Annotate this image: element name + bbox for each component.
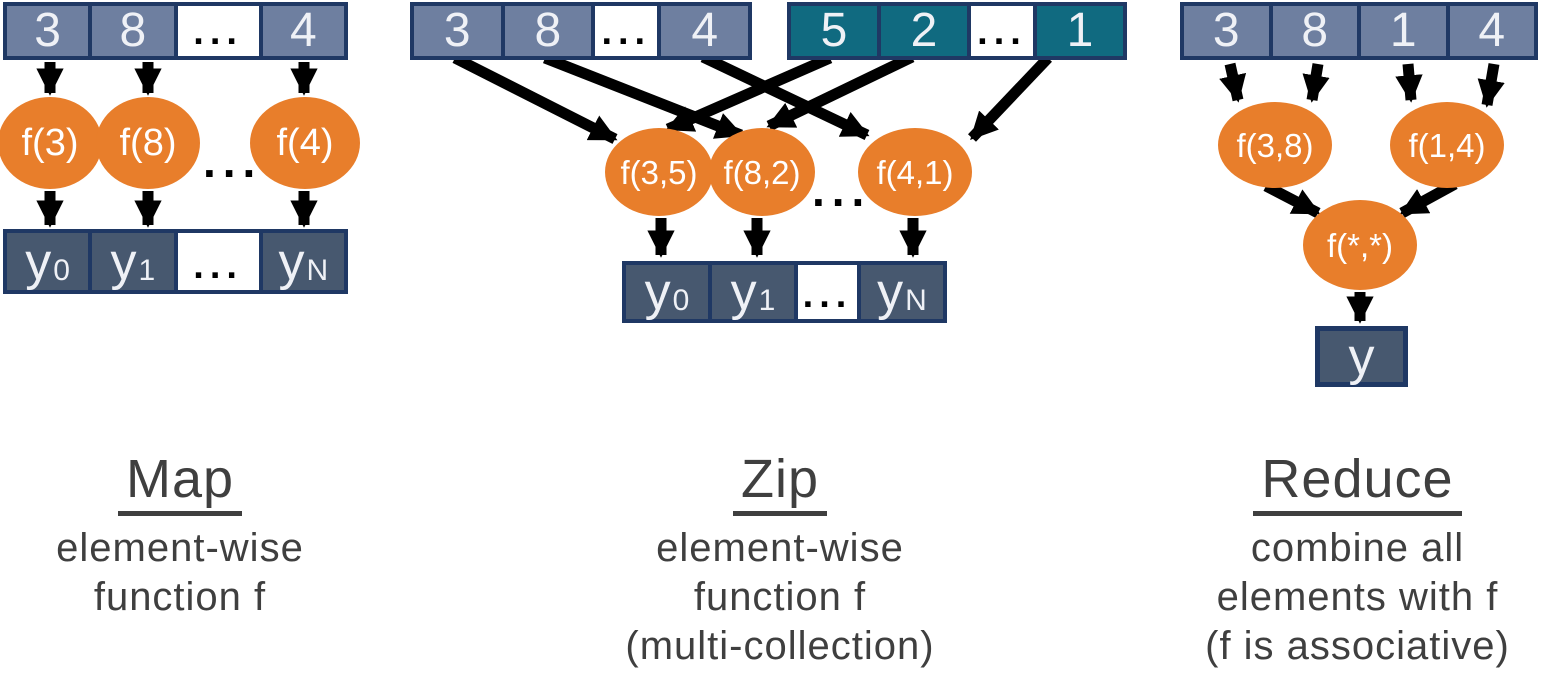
zip-description-line: element-wise — [656, 526, 904, 571]
reduce-label: Reduce combine all elements with f (f is… — [1175, 450, 1540, 671]
output-subscript: N — [905, 284, 927, 317]
reduce-description-line: combine all — [1250, 526, 1465, 571]
reduce-description-line: elements with f — [1216, 575, 1499, 620]
zip-description-line: (multi-collection) — [625, 624, 935, 669]
map-node-f8: f(8) — [96, 97, 200, 189]
output-value: y — [730, 263, 757, 321]
zip-input-array-b: 5 2 ... 1 — [787, 2, 1127, 60]
zip-node-f35: f(3,5) — [605, 128, 713, 216]
arrow — [1263, 181, 1321, 218]
reduce-description-line: (f is associative) — [1205, 624, 1510, 669]
array-cell: 8 — [504, 6, 592, 56]
array-cell: 4 — [262, 6, 344, 56]
reduce-node-root: f(*,*) — [1303, 200, 1417, 290]
array-cell: 8 — [92, 6, 174, 56]
array-cell: 3 — [414, 6, 501, 56]
output-subscript: N — [306, 253, 329, 287]
map-title: Map — [20, 450, 340, 517]
array-cell: 4 — [1449, 6, 1534, 56]
array-cell: 5 — [791, 6, 878, 56]
array-cell-ellipsis: ... — [971, 6, 1033, 56]
map-title-text: Map — [117, 450, 243, 517]
arrow — [1395, 63, 1423, 103]
arrow — [542, 52, 744, 141]
zip-node-f41: f(4,1) — [858, 128, 972, 216]
array-cell-ellipsis: ... — [797, 265, 857, 319]
output-subscript: 0 — [672, 284, 690, 317]
reduce-title: Reduce — [1175, 450, 1540, 517]
arrow — [1399, 179, 1458, 218]
output-value: y — [278, 232, 305, 291]
arrow — [700, 52, 870, 140]
array-cell: y — [1320, 327, 1403, 386]
output-value: y — [877, 263, 904, 321]
arrow — [766, 52, 915, 131]
reduce-node-f14: f(1,4) — [1390, 102, 1504, 188]
arrow — [1219, 62, 1247, 103]
reduce-title-text: Reduce — [1253, 450, 1462, 517]
array-cell: 2 — [881, 6, 968, 56]
arrow — [665, 52, 833, 135]
array-cell: 1 — [1361, 6, 1446, 56]
zip-description-line: function f — [693, 575, 867, 620]
arrow — [452, 53, 618, 144]
arrow — [968, 54, 1052, 142]
map-node-f4: f(4) — [250, 97, 360, 189]
array-cell-ellipsis: ... — [595, 6, 658, 56]
array-cell-ellipsis: ... — [177, 233, 259, 290]
zip-title-text: Zip — [732, 450, 827, 517]
output-subscript: 1 — [758, 284, 776, 317]
arrow — [1302, 63, 1330, 103]
map-node-f3: f(3) — [0, 97, 102, 189]
output-value: y — [644, 263, 671, 321]
map-description-line: function f — [93, 575, 267, 620]
map-label: Map element-wise function f — [20, 450, 340, 622]
zip-input-array-a: 3 8 ... 4 — [410, 2, 752, 60]
map-nodes-ellipsis: ... — [203, 135, 263, 187]
zip-nodes-ellipsis: ... — [812, 164, 872, 216]
reduce-output-box: y — [1315, 326, 1408, 387]
zip-node-f82: f(8,2) — [709, 128, 815, 216]
array-cell: 3 — [7, 6, 89, 56]
zip-label: Zip element-wise function f (multi-colle… — [620, 450, 940, 671]
array-cell: 3 — [1184, 6, 1269, 56]
output-value: y — [25, 232, 52, 291]
reduce-node-f38: f(3,8) — [1218, 102, 1332, 188]
output-subscript: 1 — [138, 253, 156, 287]
arrow — [1477, 63, 1505, 108]
map-input-array: 3 8 ... 4 — [3, 2, 348, 60]
array-cell: 8 — [1272, 6, 1357, 56]
output-value: y — [110, 232, 137, 291]
zip-title: Zip — [620, 450, 940, 517]
reduce-input-array: 3 8 1 4 — [1180, 2, 1538, 60]
map-description-line: element-wise — [56, 526, 304, 571]
array-cell: 4 — [661, 6, 749, 56]
array-cell-ellipsis: ... — [177, 6, 259, 56]
output-subscript: 0 — [53, 253, 70, 287]
output-value: y — [1348, 327, 1375, 386]
array-cell: 1 — [1036, 6, 1123, 56]
